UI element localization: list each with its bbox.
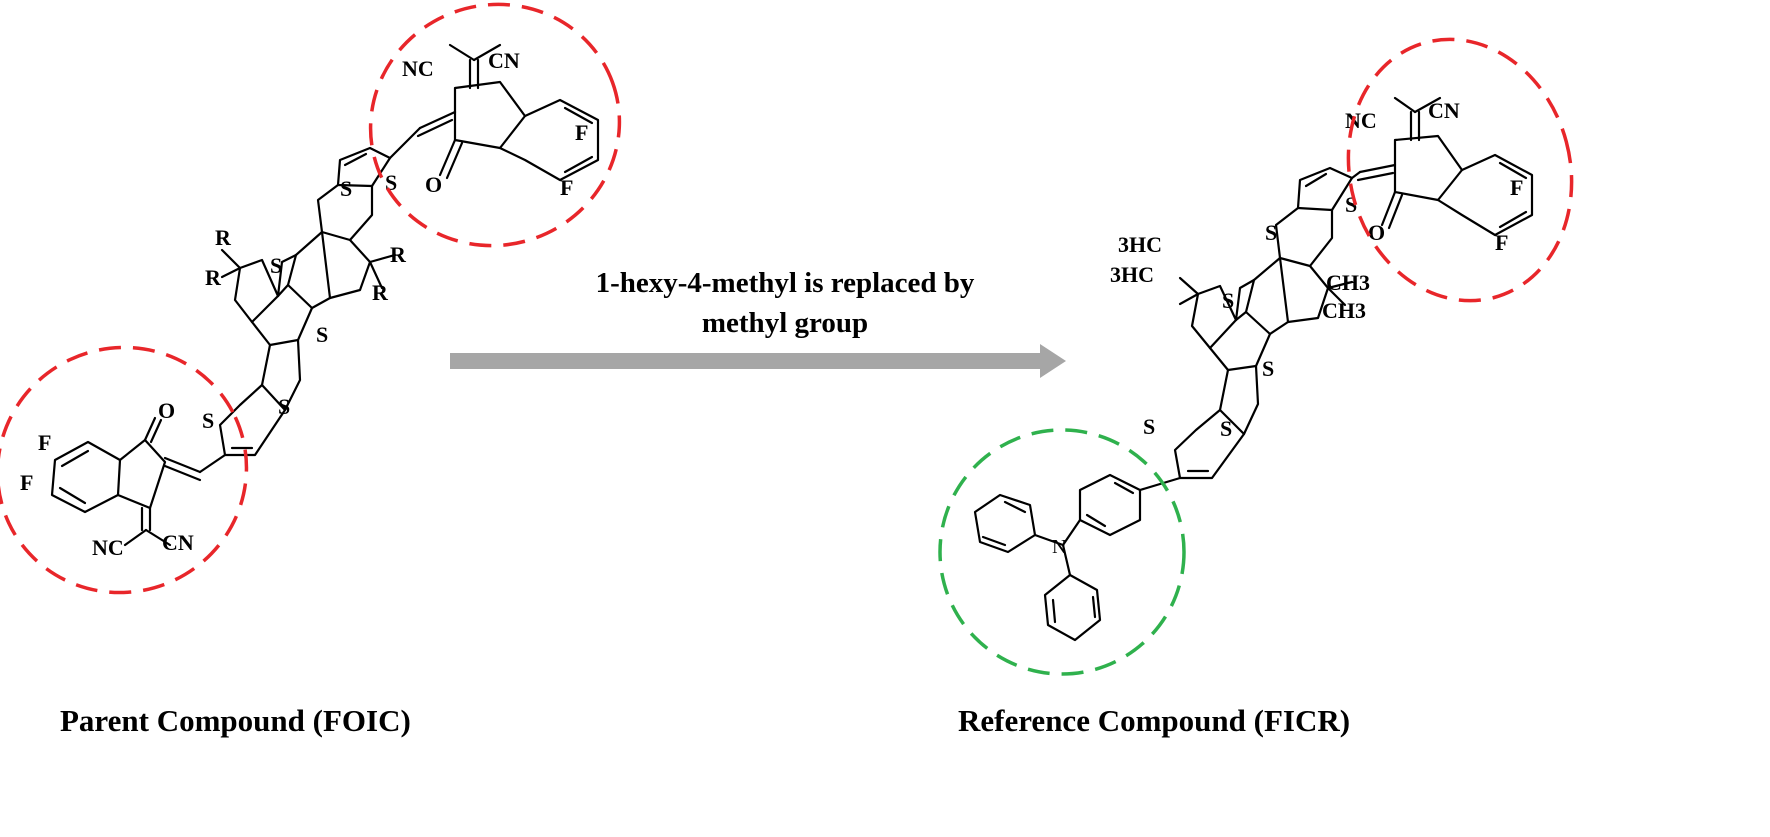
parent-o-top: O <box>425 172 442 197</box>
reference-f2: F <box>1495 230 1508 255</box>
parent-s6: S <box>202 408 214 433</box>
parent-o-bottom: O <box>158 398 175 423</box>
reference-ch3-2: CH3 <box>1322 298 1366 323</box>
reference-caption: Reference Compound (FICR) <box>958 703 1350 738</box>
parent-s4: S <box>316 322 328 347</box>
parent-cn-top: CN <box>488 48 520 73</box>
reference-n: N <box>1052 536 1066 558</box>
reference-cn: CN <box>1428 98 1460 123</box>
parent-top-end-group <box>388 43 600 182</box>
parent-bottom-highlight <box>0 345 249 595</box>
arrow-head <box>1040 344 1066 378</box>
parent-nc-bottom: NC <box>92 535 124 560</box>
arrow-text-line2: methyl group <box>702 307 868 339</box>
parent-cn-bottom: CN <box>162 530 194 555</box>
parent-r1: R <box>390 242 407 267</box>
parent-fused-core <box>198 146 397 474</box>
reference-3hc-2: 3HC <box>1110 262 1154 287</box>
reference-s6: S <box>1143 414 1155 439</box>
reference-s5: S <box>1220 416 1232 441</box>
parent-s3: S <box>270 253 282 278</box>
parent-compound-structure: NC CN F F O S S S S S S R R R R O F F NC… <box>0 2 622 595</box>
parent-nc-top: NC <box>402 56 434 81</box>
parent-r3: R <box>215 225 232 250</box>
parent-r2: R <box>372 280 389 305</box>
reference-top-end-group <box>1350 96 1534 237</box>
reference-3hc-1: 3HC <box>1118 232 1162 257</box>
reference-compound-structure: NC CN F F O S S S S S S CH3 CH3 3HC 3HC … <box>938 37 1574 676</box>
reference-f1: F <box>1510 175 1523 200</box>
arrow-shaft <box>450 353 1048 369</box>
reference-ch3-1: CH3 <box>1326 270 1370 295</box>
parent-f2-bottom: F <box>20 470 33 495</box>
parent-s5: S <box>278 394 290 419</box>
parent-f1-top: F <box>575 120 588 145</box>
transformation-arrow: 1-hexy-4-methyl is replaced by methyl gr… <box>450 267 1066 378</box>
reference-o-top: O <box>1368 220 1385 245</box>
reference-s3: S <box>1222 288 1234 313</box>
parent-caption: Parent Compound (FOIC) <box>60 703 411 738</box>
parent-f1-bottom: F <box>38 430 51 455</box>
parent-f2-top: F <box>560 175 573 200</box>
parent-top-highlight <box>368 2 622 248</box>
reference-s2: S <box>1265 220 1277 245</box>
parent-s2: S <box>340 176 352 201</box>
reference-top-highlight <box>1346 37 1574 303</box>
arrow-text-line1: 1-hexy-4-methyl is replaced by <box>596 267 975 299</box>
reference-donor-highlight <box>938 428 1186 676</box>
parent-bottom-end-group <box>50 416 202 547</box>
parent-r4: R <box>205 265 222 290</box>
reference-fused-core <box>1138 166 1354 492</box>
reference-triphenylamine <box>973 473 1142 642</box>
reference-s4: S <box>1262 356 1274 381</box>
